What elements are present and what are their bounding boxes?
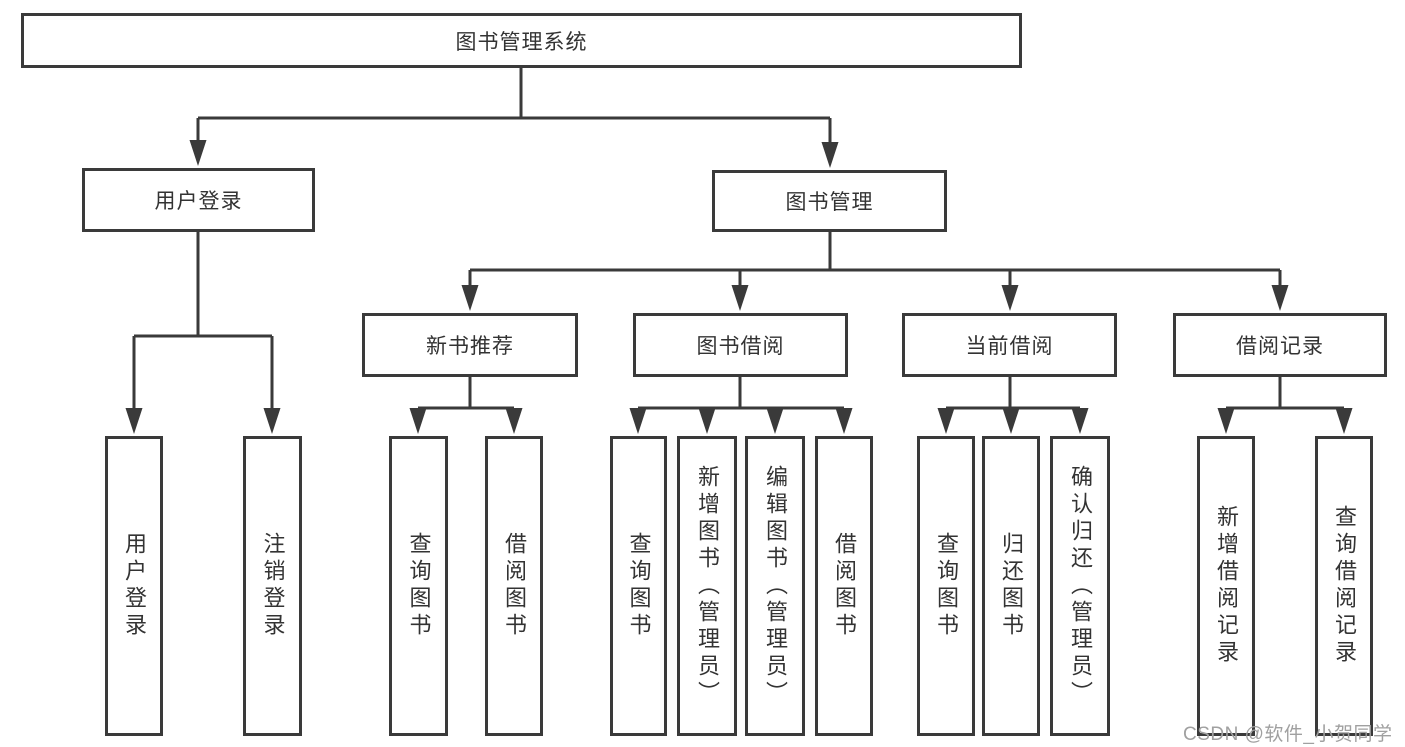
leaf-br-add-record-label: 新增借阅记录 [1214, 505, 1239, 667]
leaf-bb-edit-books-admin-label: 编辑图书（管理员） [763, 464, 788, 708]
leaf-nb-query-books: 查询图书 [389, 436, 448, 736]
node-book-management: 图书管理 [712, 170, 947, 232]
leaf-br-add-record: 新增借阅记录 [1197, 436, 1255, 736]
leaf-cb-query-books: 查询图书 [917, 436, 975, 736]
leaf-bb-add-books-admin-label: 新增图书（管理员） [695, 464, 720, 708]
node-root: 图书管理系统 [21, 13, 1022, 68]
leaf-cb-return-books-label: 归还图书 [999, 532, 1024, 640]
leaf-cb-confirm-return-admin: 确认归还（管理员） [1050, 436, 1110, 736]
leaf-bb-borrow-books-label: 借阅图书 [832, 532, 857, 640]
leaf-br-query-record-label: 查询借阅记录 [1332, 505, 1357, 667]
leaf-user-login: 用户登录 [105, 436, 163, 736]
watermark: CSDN @软件_小贺同学 [1183, 724, 1393, 745]
leaf-logout-label: 注销登录 [260, 532, 286, 640]
leaf-br-query-record: 查询借阅记录 [1315, 436, 1373, 736]
leaf-bb-add-books-admin: 新增图书（管理员） [677, 436, 737, 736]
leaf-bb-edit-books-admin: 编辑图书（管理员） [745, 436, 805, 736]
leaf-cb-return-books: 归还图书 [982, 436, 1040, 736]
node-user-login: 用户登录 [82, 168, 315, 232]
leaf-cb-confirm-return-admin-label: 确认归还（管理员） [1068, 464, 1093, 708]
leaf-nb-borrow-books: 借阅图书 [485, 436, 543, 736]
leaf-user-login-label: 用户登录 [122, 532, 147, 640]
node-new-book-recommend: 新书推荐 [362, 313, 578, 377]
leaf-bb-query-books-label: 查询图书 [626, 532, 652, 640]
leaf-nb-query-books-label: 查询图书 [406, 532, 432, 640]
leaf-logout: 注销登录 [243, 436, 302, 736]
node-current-borrow: 当前借阅 [902, 313, 1117, 377]
leaf-bb-query-books: 查询图书 [610, 436, 667, 736]
leaf-cb-query-books-label: 查询图书 [934, 532, 959, 640]
leaf-bb-borrow-books: 借阅图书 [815, 436, 873, 736]
node-book-borrow: 图书借阅 [633, 313, 848, 377]
node-borrow-records: 借阅记录 [1173, 313, 1387, 377]
leaf-nb-borrow-books-label: 借阅图书 [502, 532, 527, 640]
